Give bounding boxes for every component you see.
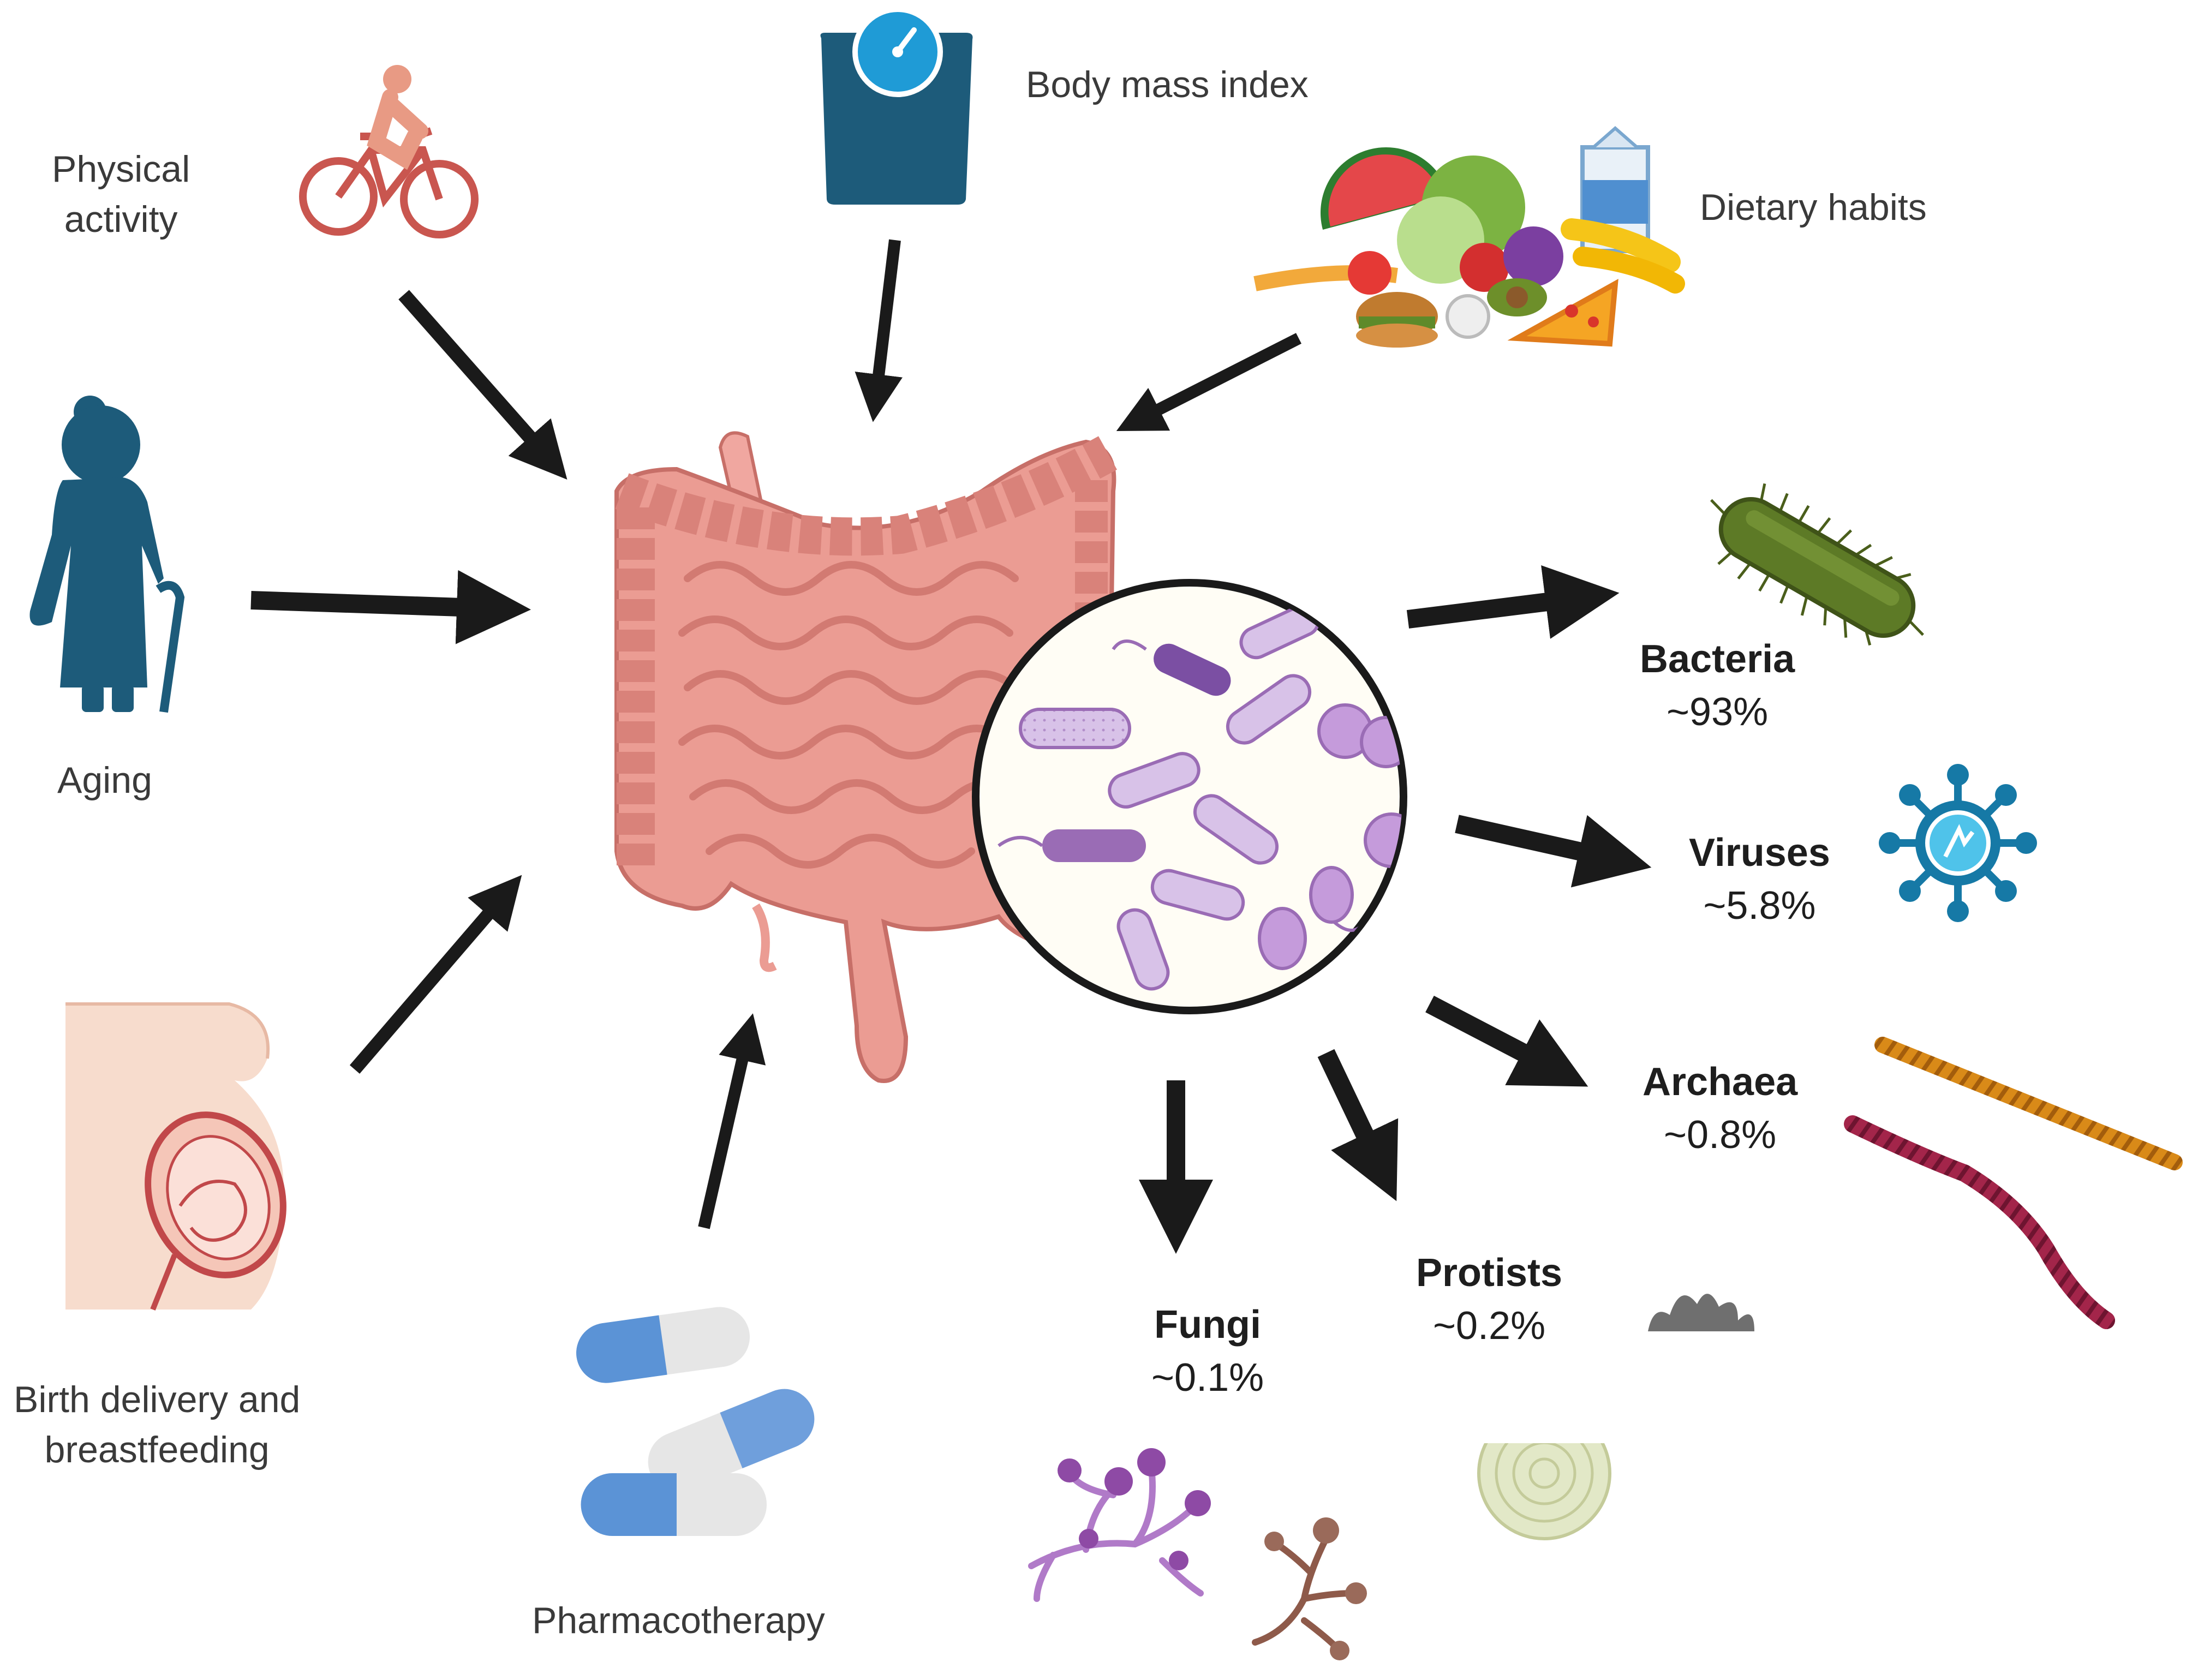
label-protists: Protists ~0.2% (1416, 1247, 1562, 1353)
factor-arrows (250, 239, 1301, 1229)
arrow-archaea (1425, 995, 1588, 1087)
arrow-pharmacotherapy (698, 1013, 766, 1229)
pills-icon (576, 1307, 815, 1536)
label-physical-activity-line2: activity (64, 198, 178, 240)
label-physical-activity-line1: Physical (52, 148, 190, 190)
cyclist-icon (299, 65, 479, 238)
label-body-mass-index: Body mass index (1026, 64, 1309, 105)
label-pharmacotherapy: Pharmacotherapy (532, 1600, 825, 1641)
fungi-icon (1028, 1448, 1367, 1660)
bacteria-share: ~93% (1667, 690, 1769, 734)
microbes-magnifier (972, 579, 1407, 1014)
viruses-name: Viruses (1689, 831, 1830, 875)
archaea-name: Archaea (1642, 1060, 1798, 1104)
weighing-scale-icon (820, 7, 973, 205)
protists-name: Protists (1416, 1251, 1563, 1295)
arrow-body-mass-index (855, 239, 903, 422)
arrow-aging (250, 570, 531, 644)
bacteria-name: Bacteria (1640, 637, 1795, 681)
elderly-person-icon (29, 396, 185, 713)
archaea-icon (1844, 1037, 2183, 1329)
label-fungi: Fungi ~0.1% (1151, 1299, 1264, 1404)
pregnancy-icon (65, 1002, 286, 1311)
archaea-share: ~0.8% (1664, 1113, 1777, 1157)
protists-share: ~0.2% (1432, 1304, 1546, 1348)
label-aging: Aging (57, 760, 152, 801)
protist-icon (1473, 1294, 1779, 1577)
label-physical-activity: Physical activity (52, 145, 190, 245)
virus-icon (1879, 764, 2037, 922)
label-viruses: Viruses ~5.8% (1689, 827, 1830, 932)
fungi-share: ~0.1% (1151, 1356, 1264, 1400)
arrow-bacteria (1406, 565, 1620, 639)
arrow-physical-activity (398, 290, 568, 480)
food-icon (1253, 126, 1685, 348)
label-bacteria: Bacteria ~93% (1640, 633, 1795, 739)
viruses-share: ~5.8% (1703, 884, 1816, 928)
label-birth-delivery: Birth delivery and breastfeeding (14, 1375, 300, 1475)
arrow-birth (349, 875, 522, 1074)
fungi-name: Fungi (1154, 1303, 1262, 1347)
arrow-protists (1317, 1049, 1399, 1201)
microbe-arrows (1139, 565, 1652, 1254)
arrow-dietary-habits (1116, 333, 1301, 431)
label-birth-line1: Birth delivery and (14, 1379, 301, 1420)
label-dietary-habits: Dietary habits (1700, 187, 1927, 228)
label-birth-line2: breastfeeding (44, 1428, 270, 1470)
arrow-viruses (1455, 815, 1652, 888)
bacterium-icon (1710, 483, 1924, 646)
label-archaea: Archaea ~0.8% (1642, 1056, 1797, 1162)
